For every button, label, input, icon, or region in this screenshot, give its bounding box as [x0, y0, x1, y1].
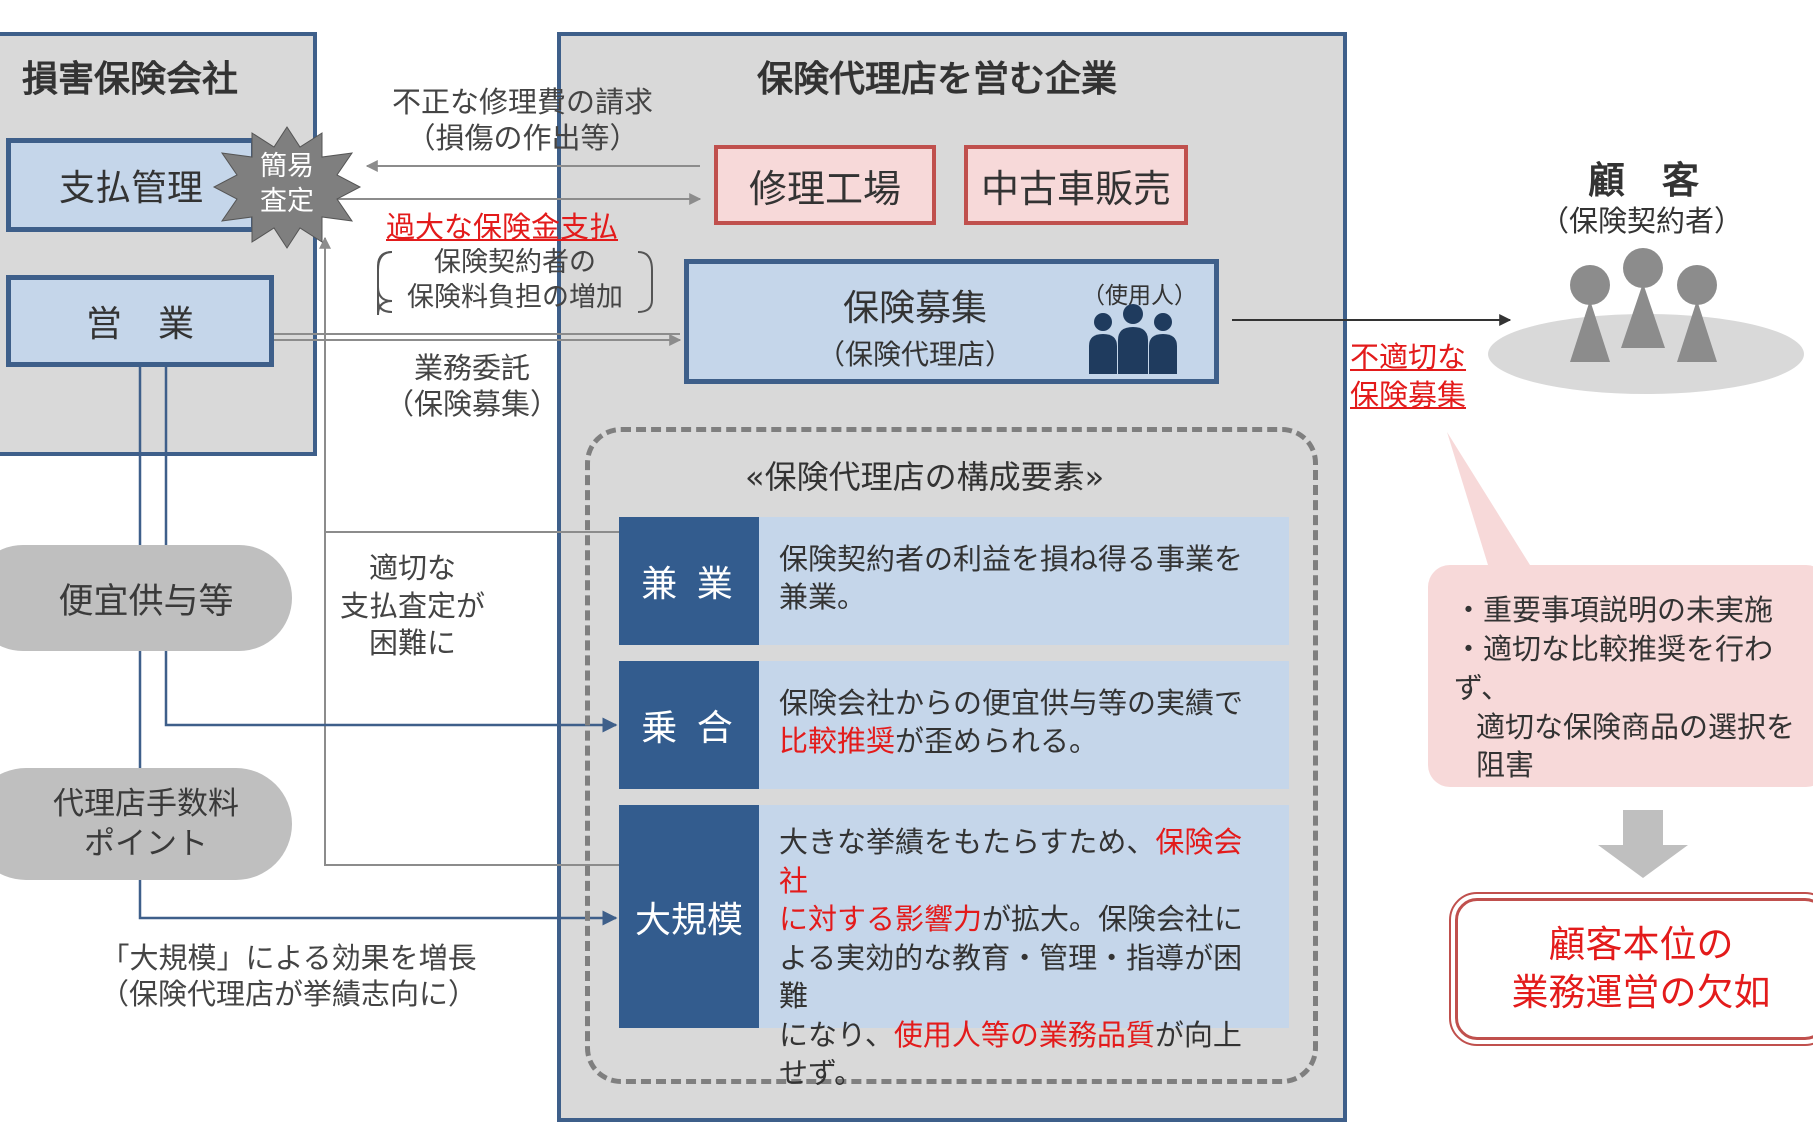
insurer-title: 損害保険会社 — [22, 59, 239, 100]
components-title: «保険代理店の構成要素» — [745, 458, 1105, 496]
repair-shop-label: 修理工場 — [748, 166, 901, 211]
large-scale-l3: よる実効的な教育・管理・指導が困難 — [779, 940, 1243, 1014]
large-scale-head-label: 大規模 — [634, 899, 743, 941]
used-car-sales-label: 中古車販売 — [980, 166, 1171, 211]
repair-shop-box: 修理工場 — [714, 145, 936, 225]
large-scale-head: 大規模 — [619, 805, 759, 1028]
benefit-provision-pill: 便宜供与等 — [0, 545, 292, 651]
side-business-text1: 保険契約者の利益を損ね得る事業を — [779, 542, 1244, 576]
benefit-provision-label: 便宜供与等 — [58, 581, 234, 622]
burden-line1: 保険契約者の — [434, 247, 596, 278]
assess-line3: 困難に — [369, 626, 457, 661]
inappropriate-line1: 不適切な — [1350, 340, 1467, 374]
recruitment-subtitle: （保険代理店） — [816, 338, 1013, 371]
large-scale-l1a: 大きな挙績をもたらすため、 — [779, 825, 1156, 859]
large-scale-l5: せず。 — [779, 1056, 864, 1091]
effect-line1: 「大規模」による効果を増長 — [100, 941, 477, 975]
inappropriate-line2: 保険募集 — [1350, 377, 1467, 412]
fraud-line1: 不正な修理費の請求 — [392, 85, 654, 119]
large-scale-l4b: が向上 — [1154, 1017, 1242, 1052]
problem-callout: ・重要事項説明の未実施 ・適切な比較推奨を行わず、 適切な保険商品の選択を 阻害 — [1428, 565, 1813, 787]
large-scale-l4r: 使用人等の業務品質 — [893, 1017, 1155, 1052]
business-outsourcing-label: 業務委託 （保険募集） — [385, 350, 559, 423]
side-business-text2: 兼業。 — [779, 579, 867, 614]
multi-agency-body: 保険会社からの便宜供与等の実績で 比較推奨が歪められる。 — [759, 661, 1289, 789]
insurance-recruitment-text: 保険募集 （保険代理店） — [780, 279, 1050, 373]
customer-subtitle: （保険契約者） — [1540, 204, 1744, 238]
badge-line2: 査定 — [260, 186, 314, 218]
badge-line1: 簡易 — [260, 151, 314, 182]
payment-management-box: 支払管理 — [6, 138, 256, 232]
scale-effect-label: 「大規模」による効果を増長 （保険代理店が挙績志向に） — [100, 940, 477, 1013]
result-box: 顧客本位の 業務運営の欠如 — [1449, 892, 1813, 1046]
sales-box: 営 業 — [6, 275, 274, 367]
large-scale-l4a: になり、 — [779, 1017, 894, 1052]
effect-line2: （保険代理店が挙績志向に） — [100, 977, 478, 1012]
side-business-body: 保険契約者の利益を損ね得る事業を 兼業。 — [759, 517, 1289, 645]
fraud-line2: （損傷の作出等） — [406, 121, 639, 156]
assess-line1: 適切な — [369, 551, 457, 585]
side-business-head: 兼 業 — [619, 517, 759, 645]
agency-components-frame — [585, 427, 1318, 1084]
large-scale-body: 大きな挙績をもたらすため、保険会社 に対する影響力が拡大。保険会社に よる実効的… — [759, 805, 1289, 1090]
multi-agency-highlight: 比較推奨 — [779, 723, 896, 758]
employees-icon — [1089, 304, 1177, 374]
commission-line1: 代理店手数料 — [53, 785, 239, 822]
callout-bullet1: ・重要事項説明の未実施 — [1454, 593, 1774, 627]
assessment-difficulty-label: 適切な 支払査定が 困難に — [340, 550, 485, 663]
sales-label: 営 業 — [85, 304, 194, 345]
side-business-head-label: 兼 業 — [641, 564, 737, 605]
insurer-panel — [0, 32, 317, 456]
callout-bullet4: 阻害 — [1476, 748, 1535, 783]
callout-bullet3: 適切な保険商品の選択を — [1476, 709, 1796, 744]
entrust-line2: （保険募集） — [385, 387, 560, 422]
employee-label: （使用人） — [1082, 283, 1197, 309]
recruitment-title: 保険募集 — [842, 288, 987, 329]
agency-company-title: 保険代理店を営む企業 — [757, 59, 1118, 100]
large-scale-l2b: が拡大。保険会社に — [982, 902, 1244, 937]
entrust-line1: 業務委託 — [414, 351, 531, 385]
commission-line2: ポイント — [84, 826, 208, 862]
overpayment-label: 過大な保険金支払 — [386, 210, 619, 244]
multi-agency-head: 乗 合 — [619, 661, 759, 789]
premium-burden-label: 保険契約者の 保険料負担の増加 — [392, 245, 638, 315]
fraud-claim-label: 不正な修理費の請求 （損傷の作出等） — [392, 84, 653, 157]
large-scale-l2r: に対する影響力 — [779, 902, 983, 937]
callout-bullet2: ・適切な比較推奨を行わず、 — [1454, 631, 1774, 705]
used-car-sales-box: 中古車販売 — [964, 145, 1188, 225]
assess-line2: 支払査定が — [340, 588, 486, 623]
large-scale-l1r: 保険会社 — [779, 825, 1243, 898]
customer-title: 顧 客 — [1588, 159, 1699, 202]
inappropriate-recruitment-label: 不適切な 保険募集 — [1350, 339, 1466, 414]
payment-management-label: 支払管理 — [58, 168, 203, 209]
simple-assessment-badge: 簡易 査定 — [250, 149, 324, 219]
result-line2: 業務運営の欠如 — [1511, 971, 1771, 1014]
commission-points-pill: 代理店手数料 ポイント — [0, 768, 292, 880]
result-line1: 顧客本位の — [1548, 922, 1734, 966]
simple-assessment-badge-icon — [212, 126, 362, 249]
multi-agency-text2: が歪められる。 — [895, 723, 1099, 758]
burden-line2: 保険料負担の増加 — [407, 282, 623, 314]
multi-agency-head-label: 乗 合 — [641, 708, 737, 749]
multi-agency-text1: 保険会社からの便宜供与等の実績で — [779, 686, 1244, 720]
